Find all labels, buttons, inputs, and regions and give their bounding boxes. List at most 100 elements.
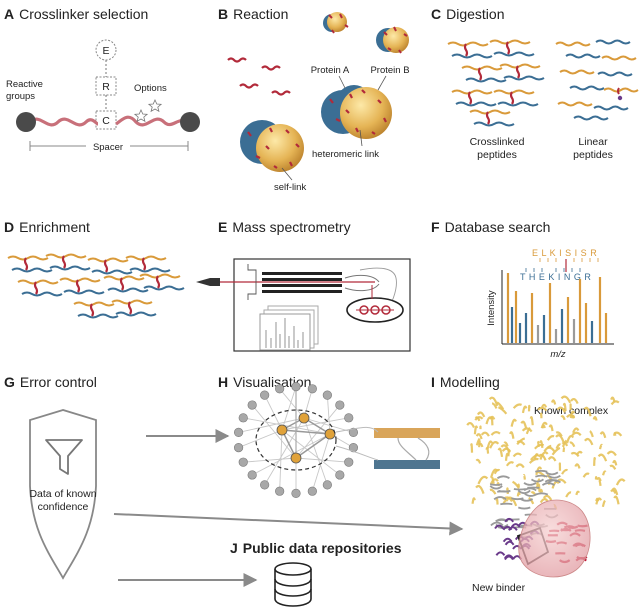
helix-segment [546, 446, 556, 452]
group-c-box [95, 110, 117, 130]
helix-segment [512, 480, 520, 489]
helix-segment [522, 474, 526, 480]
zoom-connectors [335, 426, 379, 461]
helix-segment [491, 402, 498, 409]
orange-peptide [59, 277, 101, 283]
helix-segment [533, 453, 540, 460]
blue-peptide [115, 311, 157, 317]
network-node [344, 413, 354, 423]
helix-segment [565, 434, 575, 444]
known-data-label: Data of known [29, 488, 96, 500]
chain-segment [511, 497, 524, 501]
helix-segment [539, 498, 549, 504]
orange-peptide [469, 109, 511, 115]
helix-segment [569, 441, 576, 448]
helix-segment [561, 439, 568, 448]
helix-segment [576, 450, 583, 456]
helix-segment [528, 457, 539, 464]
helix-segment [505, 461, 515, 467]
network-edge [281, 429, 331, 435]
network-cluster-outline [255, 409, 337, 471]
binder-density [518, 499, 591, 578]
free-crosslinker [271, 90, 291, 96]
c-trap [344, 274, 380, 292]
helix-segment [615, 478, 626, 486]
helix-segment [541, 403, 548, 408]
helix-segment [486, 440, 494, 450]
network-hub-node [298, 412, 310, 424]
network-node [275, 384, 285, 394]
helix-segment [525, 426, 531, 435]
intensity-label: Intensity [486, 290, 497, 326]
shield-icon [29, 409, 97, 580]
crosslinker [127, 301, 133, 315]
network-edge [238, 417, 305, 433]
star-icon [147, 99, 163, 113]
linear-peptide [555, 41, 591, 47]
orange-peptide [103, 275, 145, 281]
group-r-box [95, 76, 117, 96]
helix-segment [521, 405, 528, 414]
helix-segment [610, 400, 620, 406]
msms-peaks [506, 273, 608, 343]
crosslinker [75, 279, 81, 293]
orange-peptide [461, 65, 503, 71]
ion-optics [247, 264, 257, 300]
blue-peptide [49, 265, 91, 271]
network-edge [243, 457, 297, 463]
network-edge [251, 433, 331, 476]
network-node [348, 427, 359, 438]
orange-peptide [17, 279, 59, 285]
network-node [291, 382, 301, 392]
blue-peptide [493, 51, 535, 57]
group-c-label: C [102, 115, 110, 127]
chain-segment [489, 483, 503, 486]
network-hub-node [324, 428, 336, 440]
quadrupole-rod [262, 290, 342, 293]
protein-a-label: Protein A [311, 65, 350, 76]
blue-peptide [63, 289, 105, 295]
monolink-end [617, 95, 623, 101]
network-node [260, 390, 270, 400]
helix-segment [551, 480, 560, 489]
network-edge [264, 417, 305, 486]
blue-peptide [21, 291, 63, 297]
helix-segment [509, 431, 515, 439]
chain-segment [500, 502, 513, 506]
orange-peptide [139, 273, 181, 279]
helix-segment [593, 457, 596, 466]
helix-segment [540, 421, 548, 429]
blue-peptide [473, 121, 515, 127]
crosslinker [477, 67, 483, 81]
database-icon [274, 562, 312, 607]
helix-segment [551, 446, 561, 456]
helix-segment [539, 451, 549, 460]
crosslinker [509, 91, 515, 105]
blue-peptide [503, 75, 545, 81]
helix-segment [512, 403, 523, 409]
spacer-label: Spacer [93, 142, 123, 153]
helix-segment [539, 440, 544, 448]
orange-peptide [111, 299, 153, 305]
heteromeric-pointer [359, 129, 363, 147]
network-node [233, 442, 244, 453]
helix-segment [515, 463, 525, 469]
blue-peptide [143, 285, 185, 291]
binder-contact [508, 526, 518, 531]
linear-label: Linear [578, 136, 608, 148]
protein-a-pointer [338, 75, 346, 89]
protein-bar-b [374, 460, 440, 469]
fragment-ticks [525, 258, 599, 272]
chain-segment [523, 482, 537, 486]
crosslinker [505, 41, 511, 55]
network-node [260, 480, 270, 490]
helix-segment [475, 484, 485, 494]
helix-segment [504, 452, 510, 461]
